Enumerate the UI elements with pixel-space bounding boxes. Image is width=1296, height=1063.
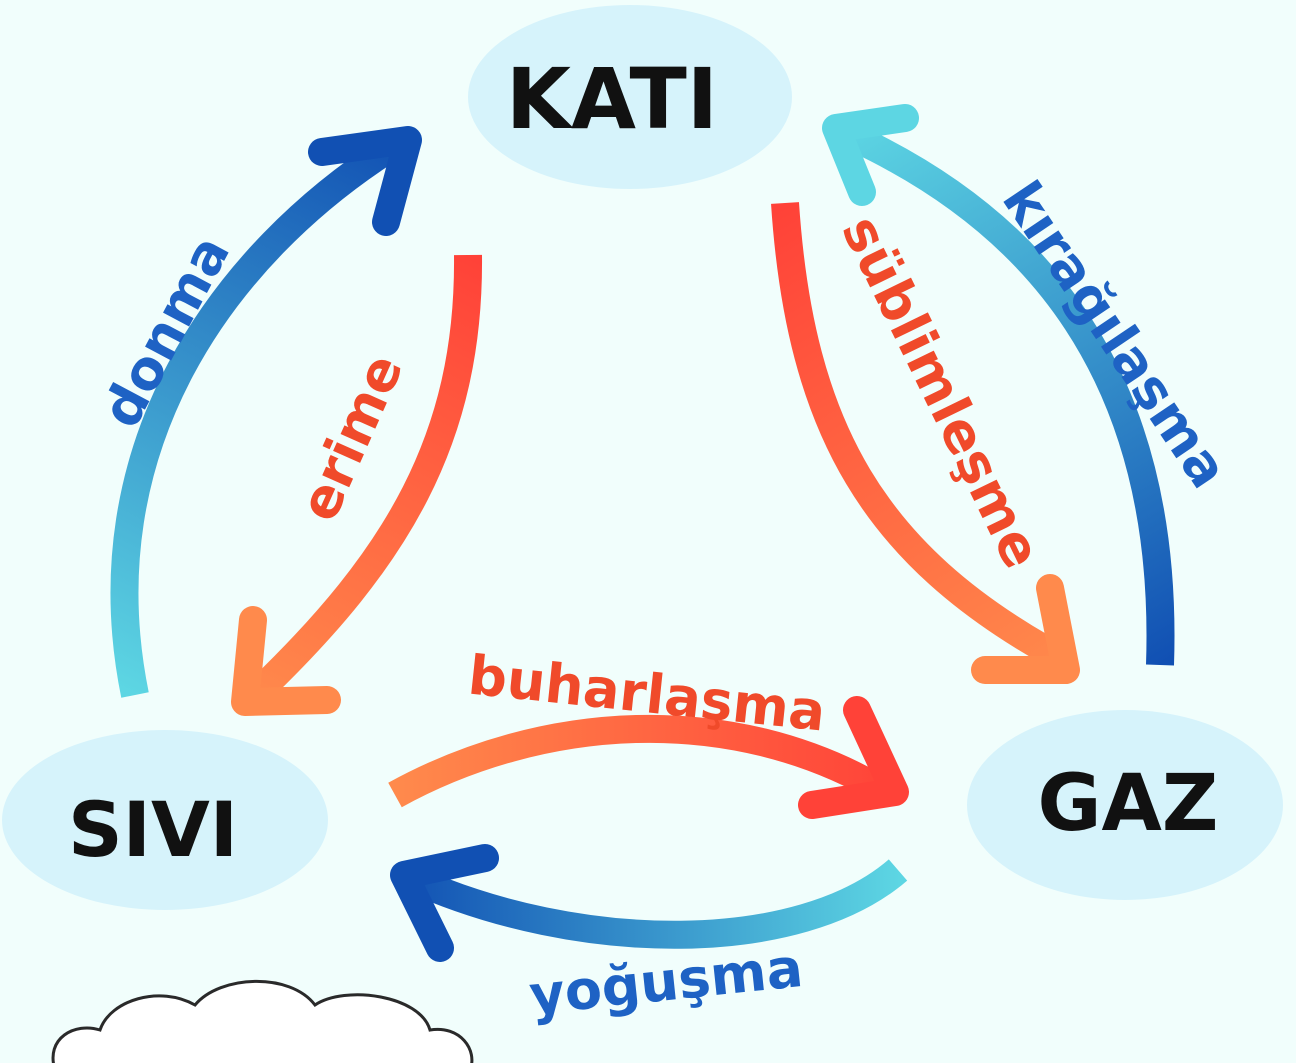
state-label-liquid: SIVI	[68, 785, 238, 874]
freezing-arrow	[110, 126, 422, 698]
condensation-arrow	[390, 844, 908, 962]
deposition-arrow	[822, 104, 1175, 666]
gas-bubble	[967, 710, 1283, 900]
state-label-solid: KATI	[506, 50, 718, 148]
solid-bubble	[468, 5, 792, 189]
cloud-icon	[51, 979, 474, 1063]
process-label-deposition: kırağılaşma	[990, 170, 1240, 499]
state-label-gas: GAZ	[1038, 759, 1219, 849]
liquid-bubble	[2, 730, 328, 910]
evaporation-arrow	[388, 696, 909, 819]
process-label-condensation: yoğuşma	[526, 936, 805, 1027]
melting-arrow	[231, 254, 483, 716]
sublimation-arrow	[771, 202, 1080, 684]
